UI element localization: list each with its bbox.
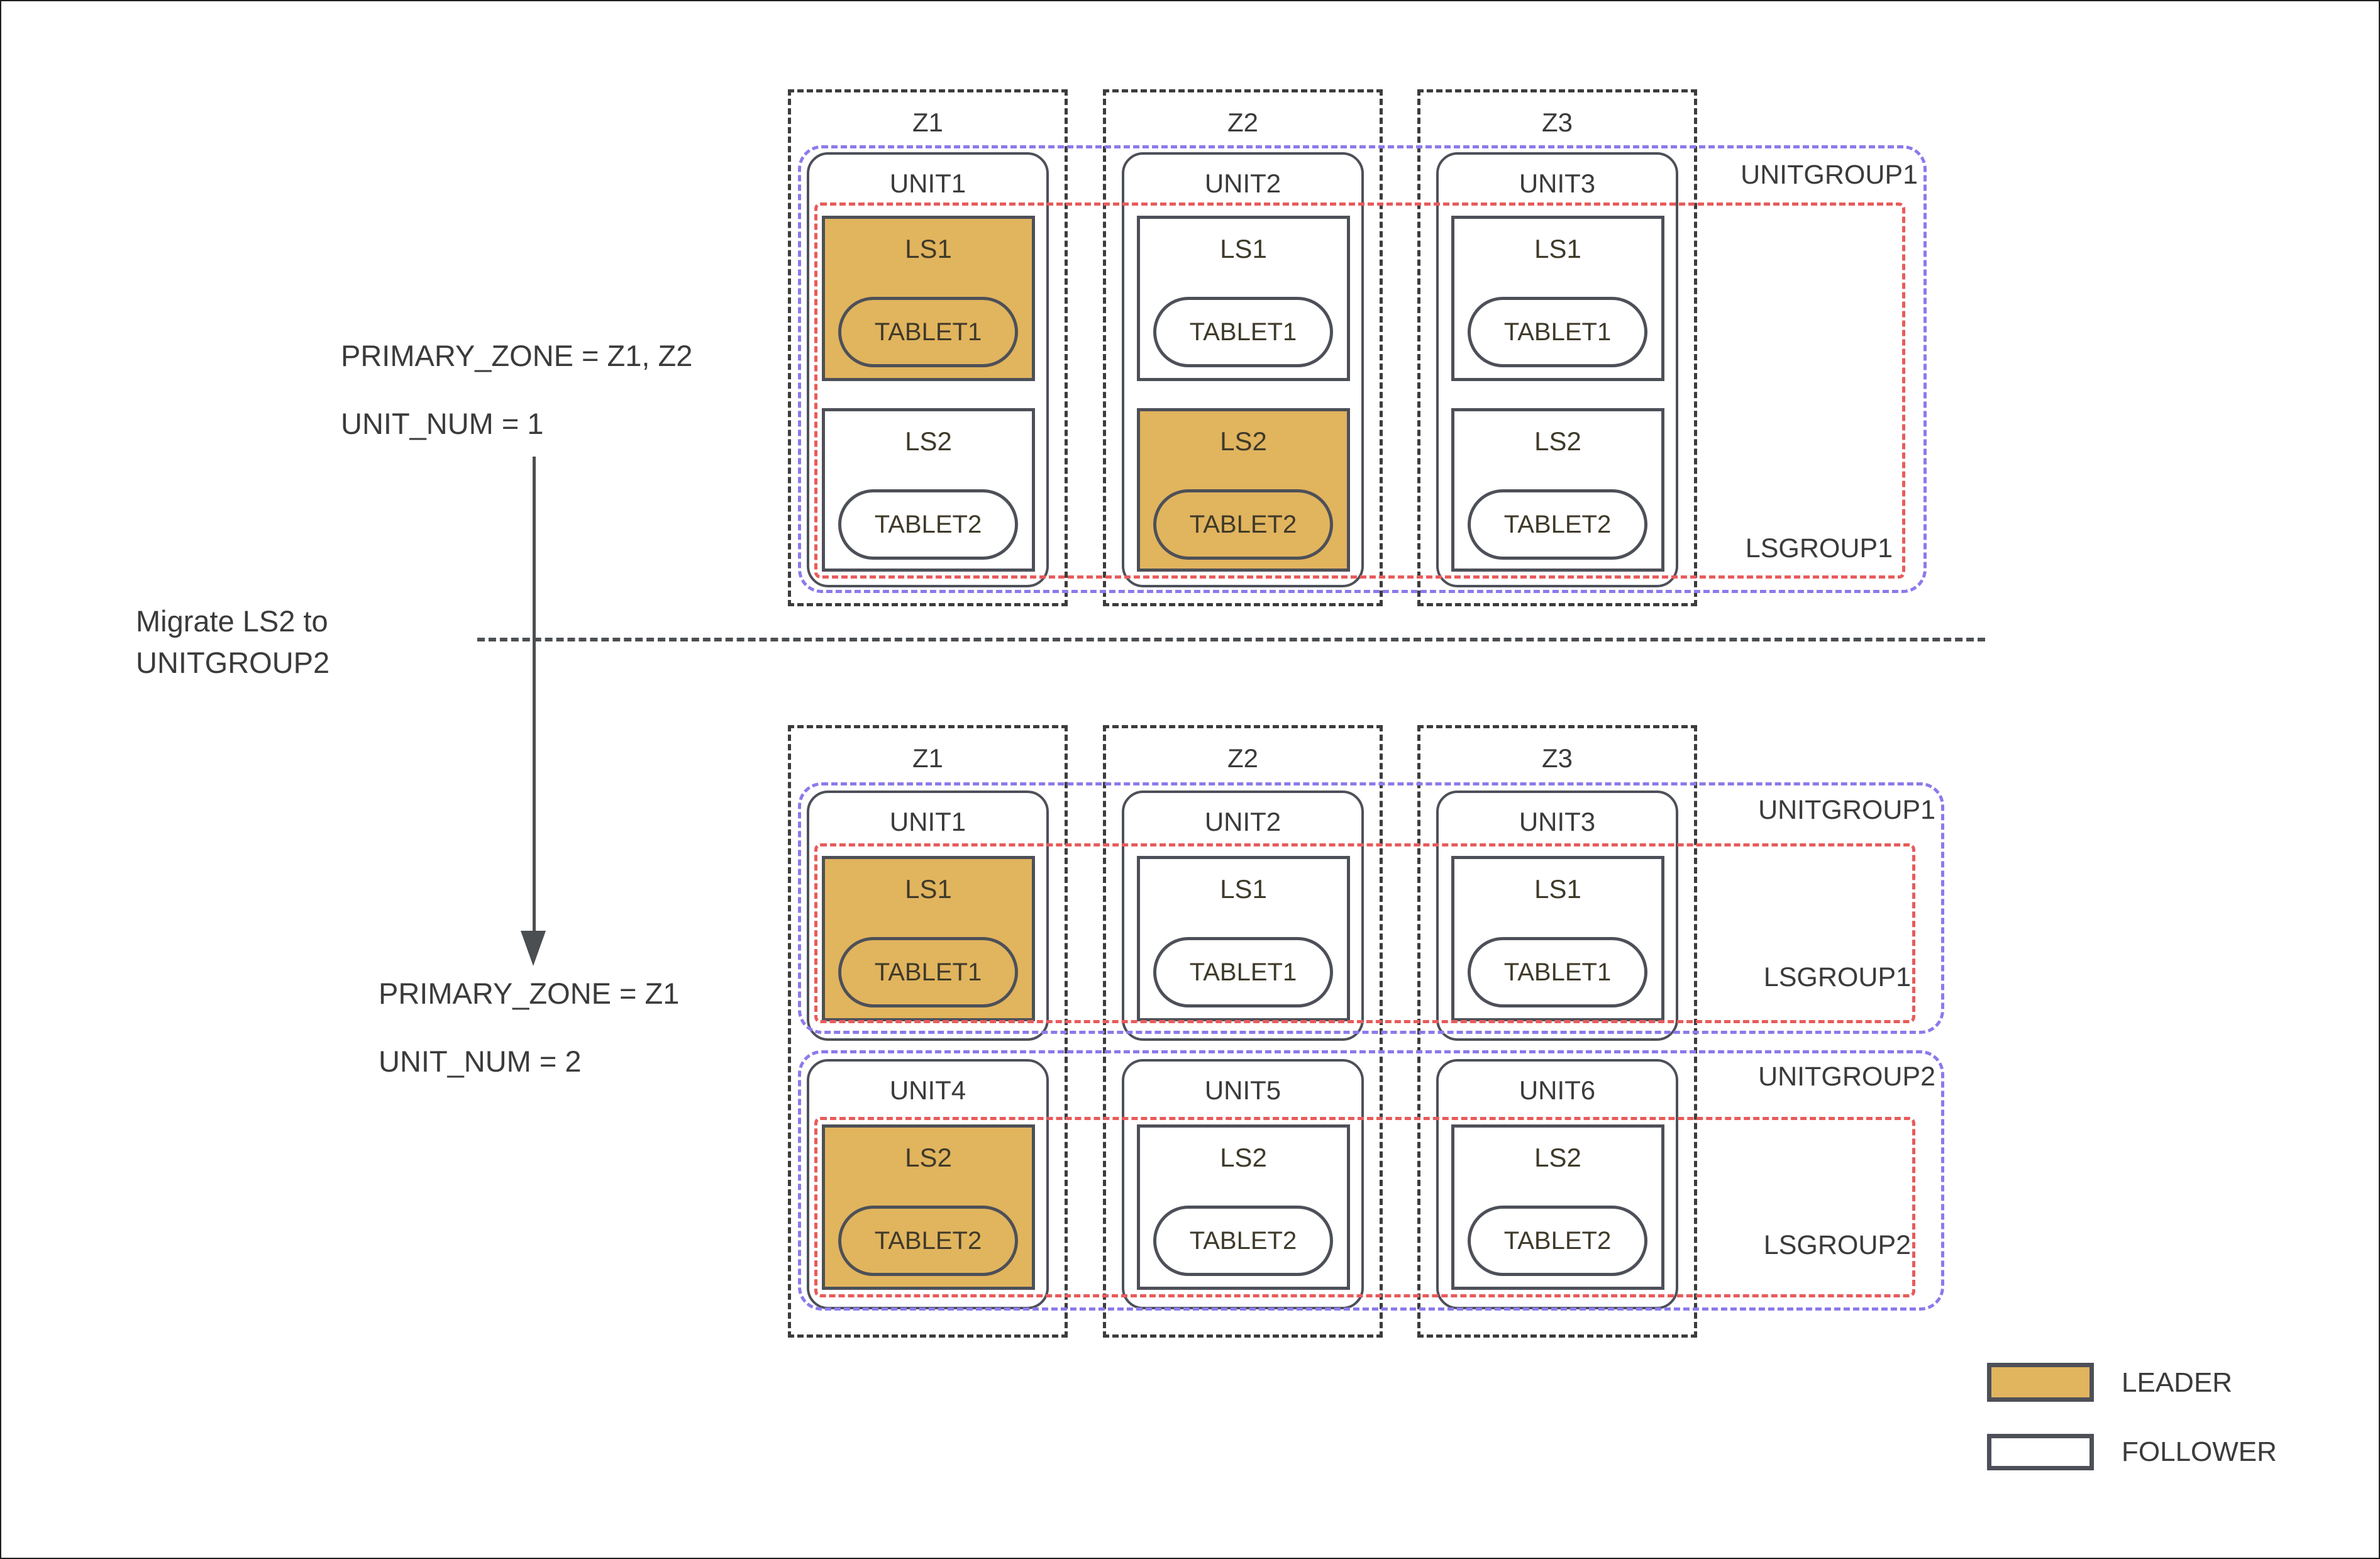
tablet-pill: TABLET1 bbox=[838, 297, 1018, 367]
ls-label: LS1 bbox=[905, 874, 952, 904]
zone-label: Z3 bbox=[1541, 108, 1573, 137]
zone-box-z3-before: Z3 bbox=[1417, 89, 1697, 606]
lsgroup1-label-after: LSGROUP1 bbox=[1763, 962, 1911, 992]
before-config-line1: PRIMARY_ZONE = Z1, Z2 bbox=[341, 339, 693, 372]
ls-box: LS1 TABLET1 bbox=[1137, 856, 1350, 1021]
tablet-pill: TABLET1 bbox=[1153, 297, 1333, 367]
tablet-pill: TABLET2 bbox=[838, 489, 1018, 560]
tablet-pill: TABLET1 bbox=[1468, 937, 1647, 1007]
zone-label: Z2 bbox=[1227, 108, 1258, 137]
ls-label: LS1 bbox=[1220, 874, 1267, 904]
tablet-pill: TABLET2 bbox=[838, 1206, 1018, 1276]
ls-label: LS2 bbox=[905, 1143, 952, 1172]
migration-arrow-line bbox=[533, 457, 536, 932]
lsgroup1-label-before: LSGROUP1 bbox=[1745, 533, 1893, 563]
legend-follower-swatch bbox=[1987, 1434, 2094, 1470]
unit-box-unit3-after: UNIT3 LS1 TABLET1 bbox=[1436, 791, 1678, 1041]
ls-box: LS1 TABLET1 bbox=[1451, 216, 1664, 381]
legend-leader-label: LEADER bbox=[2122, 1367, 2233, 1398]
unitgroup1-label-after: UNITGROUP1 bbox=[1758, 795, 1935, 825]
ls-box: LS1 TABLET1 bbox=[1451, 856, 1664, 1021]
ls-box: LS2 TABLET2 bbox=[1451, 408, 1664, 572]
unit-box-unit5-after: UNIT5 LS2 TABLET2 bbox=[1122, 1059, 1364, 1309]
zone-box-z2-before: Z2 bbox=[1103, 89, 1383, 606]
before-config-line2: UNIT_NUM = 1 bbox=[341, 407, 544, 440]
tablet-pill: TABLET2 bbox=[1468, 489, 1647, 560]
ls-label: LS2 bbox=[1534, 426, 1581, 456]
ls-box: LS2 TABLET2 bbox=[1137, 1124, 1350, 1290]
unit-label: UNIT3 bbox=[1519, 807, 1596, 836]
legend-leader-swatch bbox=[1987, 1363, 2094, 1402]
unit-box-unit3-before: UNIT3 LS1 TABLET1 LS2 TABLET2 bbox=[1436, 152, 1678, 587]
ls-label: LS1 bbox=[1534, 874, 1581, 904]
ls-label: LS1 bbox=[1534, 234, 1581, 264]
ls-box: LS2 TABLET2 bbox=[822, 1124, 1035, 1290]
zone-label: Z1 bbox=[912, 743, 943, 773]
ls-box: LS1 TABLET1 bbox=[822, 856, 1035, 1021]
ls-label: LS1 bbox=[905, 234, 952, 264]
ls-box: LS2 TABLET2 bbox=[822, 408, 1035, 572]
ls-box: LS2 TABLET2 bbox=[1451, 1124, 1664, 1290]
unit-label: UNIT4 bbox=[889, 1075, 966, 1105]
ls-box: LS1 TABLET1 bbox=[1137, 216, 1350, 381]
after-config-line2: UNIT_NUM = 2 bbox=[379, 1045, 582, 1078]
after-config-line1: PRIMARY_ZONE = Z1 bbox=[379, 977, 680, 1010]
migration-note-line1: Migrate LS2 to bbox=[136, 604, 328, 638]
unit-box-unit2-after: UNIT2 LS1 TABLET1 bbox=[1122, 791, 1364, 1041]
zone-label: Z1 bbox=[912, 108, 943, 137]
unit-box-unit1-after: UNIT1 LS1 TABLET1 bbox=[807, 791, 1049, 1041]
ls-label: LS1 bbox=[1220, 234, 1267, 264]
unit-label: UNIT3 bbox=[1519, 169, 1596, 198]
unit-label: UNIT6 bbox=[1519, 1075, 1596, 1105]
tablet-pill: TABLET2 bbox=[1153, 489, 1333, 560]
unit-label: UNIT1 bbox=[889, 169, 966, 198]
tablet-pill: TABLET1 bbox=[1153, 937, 1333, 1007]
ls-label: LS2 bbox=[1220, 426, 1267, 456]
zone-label: Z2 bbox=[1227, 743, 1258, 773]
tablet-pill: TABLET2 bbox=[1153, 1206, 1333, 1276]
lsgroup2-label-after: LSGROUP2 bbox=[1763, 1230, 1911, 1260]
ls-box: LS2 TABLET2 bbox=[1137, 408, 1350, 572]
arrow-down-icon bbox=[521, 931, 546, 966]
tablet-pill: TABLET2 bbox=[1468, 1206, 1647, 1276]
unit-label: UNIT2 bbox=[1204, 807, 1281, 836]
ls-label: LS2 bbox=[1534, 1143, 1581, 1172]
unit-box-unit6-after: UNIT6 LS2 TABLET2 bbox=[1436, 1059, 1678, 1309]
ls-label: LS2 bbox=[905, 426, 952, 456]
ls-label: LS2 bbox=[1220, 1143, 1267, 1172]
zone-box-z1-before: Z1 bbox=[788, 89, 1068, 606]
tablet-pill: TABLET1 bbox=[1468, 297, 1647, 367]
unit-label: UNIT1 bbox=[889, 807, 966, 836]
tablet-pill: TABLET1 bbox=[838, 937, 1018, 1007]
unit-box-unit1-before: UNIT1 LS1 TABLET1 LS2 TABLET2 bbox=[807, 152, 1049, 587]
unit-box-unit4-after: UNIT4 LS2 TABLET2 bbox=[807, 1059, 1049, 1309]
unit-box-unit2-before: UNIT2 LS1 TABLET1 LS2 TABLET2 bbox=[1122, 152, 1364, 587]
unit-label: UNIT5 bbox=[1204, 1075, 1281, 1105]
unitgroup2-label-after: UNITGROUP2 bbox=[1758, 1062, 1935, 1092]
legend-follower-label: FOLLOWER bbox=[2122, 1436, 2277, 1467]
zone-label: Z3 bbox=[1541, 743, 1573, 773]
migration-note-line2: UNITGROUP2 bbox=[136, 646, 330, 679]
state-divider-line bbox=[477, 638, 1985, 641]
unit-label: UNIT2 bbox=[1204, 169, 1281, 198]
ls-box: LS1 TABLET1 bbox=[822, 216, 1035, 381]
unitgroup1-label-before: UNITGROUP1 bbox=[1741, 160, 1918, 190]
